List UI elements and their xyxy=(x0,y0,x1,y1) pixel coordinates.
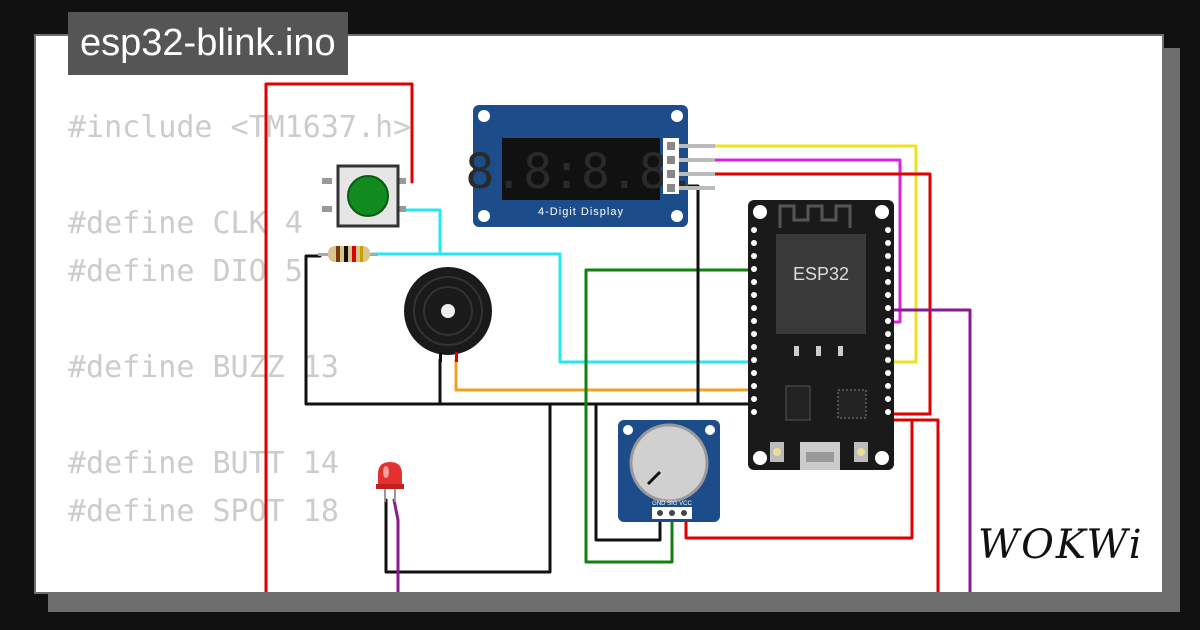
code-line: #define SPOT 18 xyxy=(68,494,339,529)
code-line: #define BUTT 14 xyxy=(68,446,339,481)
wire-red-down xyxy=(888,418,940,592)
potentiometer: GND SIG VCC xyxy=(618,420,720,522)
wire-orange-buzzer xyxy=(454,358,754,392)
esp32-label: ESP32 xyxy=(793,264,849,284)
code-background: #include <TM1637.h> #define CLK 4 #define … xyxy=(68,104,412,592)
code-line: #define CLK 4 xyxy=(68,206,303,241)
wokwi-logo: WOKWi xyxy=(978,522,1144,568)
wire-red-button xyxy=(264,82,414,592)
potentiometer-knob xyxy=(629,423,709,503)
display-digits: 8.8:8.8. xyxy=(465,144,696,200)
pushbutton-cap xyxy=(347,175,389,217)
wire-magenta-dio xyxy=(676,158,902,324)
led-red xyxy=(376,462,404,502)
wire-cyan-button xyxy=(403,208,754,364)
wire-green-pot xyxy=(584,268,754,564)
esp32-board: ESP32 xyxy=(748,200,894,470)
code-line: #define ... Pin 24 xyxy=(68,584,411,592)
esp32-right-pins xyxy=(885,227,891,415)
wire-black-resistor xyxy=(304,254,754,406)
wire-red-vcc xyxy=(676,172,932,416)
buzzer xyxy=(404,267,492,362)
code-line: #define DIO 5 xyxy=(68,254,303,289)
esp32-left-pins xyxy=(751,227,757,415)
file-title: esp32-blink.ino xyxy=(68,12,348,75)
pushbutton xyxy=(322,164,406,228)
tm1637-display: 8.8:8.8. 4-Digit Display xyxy=(465,105,715,227)
resistor xyxy=(318,246,378,262)
potentiometer-pin-labels: GND SIG VCC xyxy=(652,501,692,507)
code-line: #define BUZZ 13 xyxy=(68,350,339,385)
wire-yellow-clk xyxy=(676,144,918,364)
display-label: 4-Digit Display xyxy=(538,206,624,218)
wire-black-pot xyxy=(594,402,662,542)
code-line: #include <TM1637.h> xyxy=(68,110,412,145)
wire-black-led xyxy=(384,404,552,574)
wire-purple-led-return xyxy=(888,308,972,592)
wire-purple-led xyxy=(392,498,400,592)
